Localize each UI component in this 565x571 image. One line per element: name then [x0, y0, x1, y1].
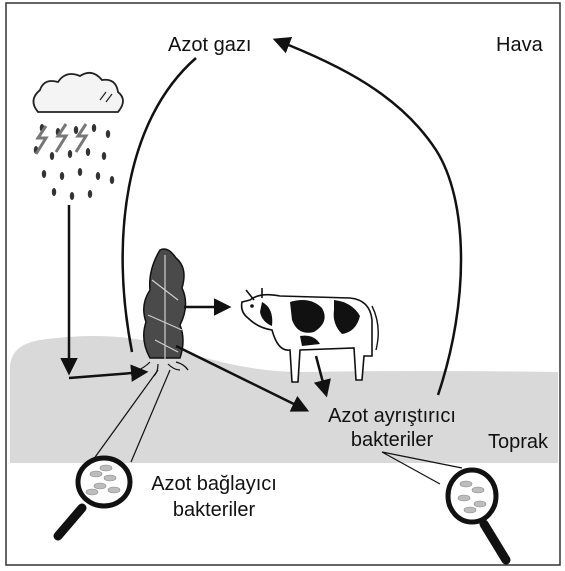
fixer-label-line1: Azot bağlayıcı [134, 472, 294, 496]
fixer-label-line2: bakteriler [134, 498, 294, 522]
decomposer-label-line2: bakteriler [312, 428, 472, 452]
soil-label: Toprak [488, 430, 548, 454]
air-label: Hava [496, 33, 543, 57]
nitrogen-gas-label: Azot gazı [168, 33, 251, 57]
decomposer-label-line1: Azot ayrıştırıcı [312, 404, 472, 428]
